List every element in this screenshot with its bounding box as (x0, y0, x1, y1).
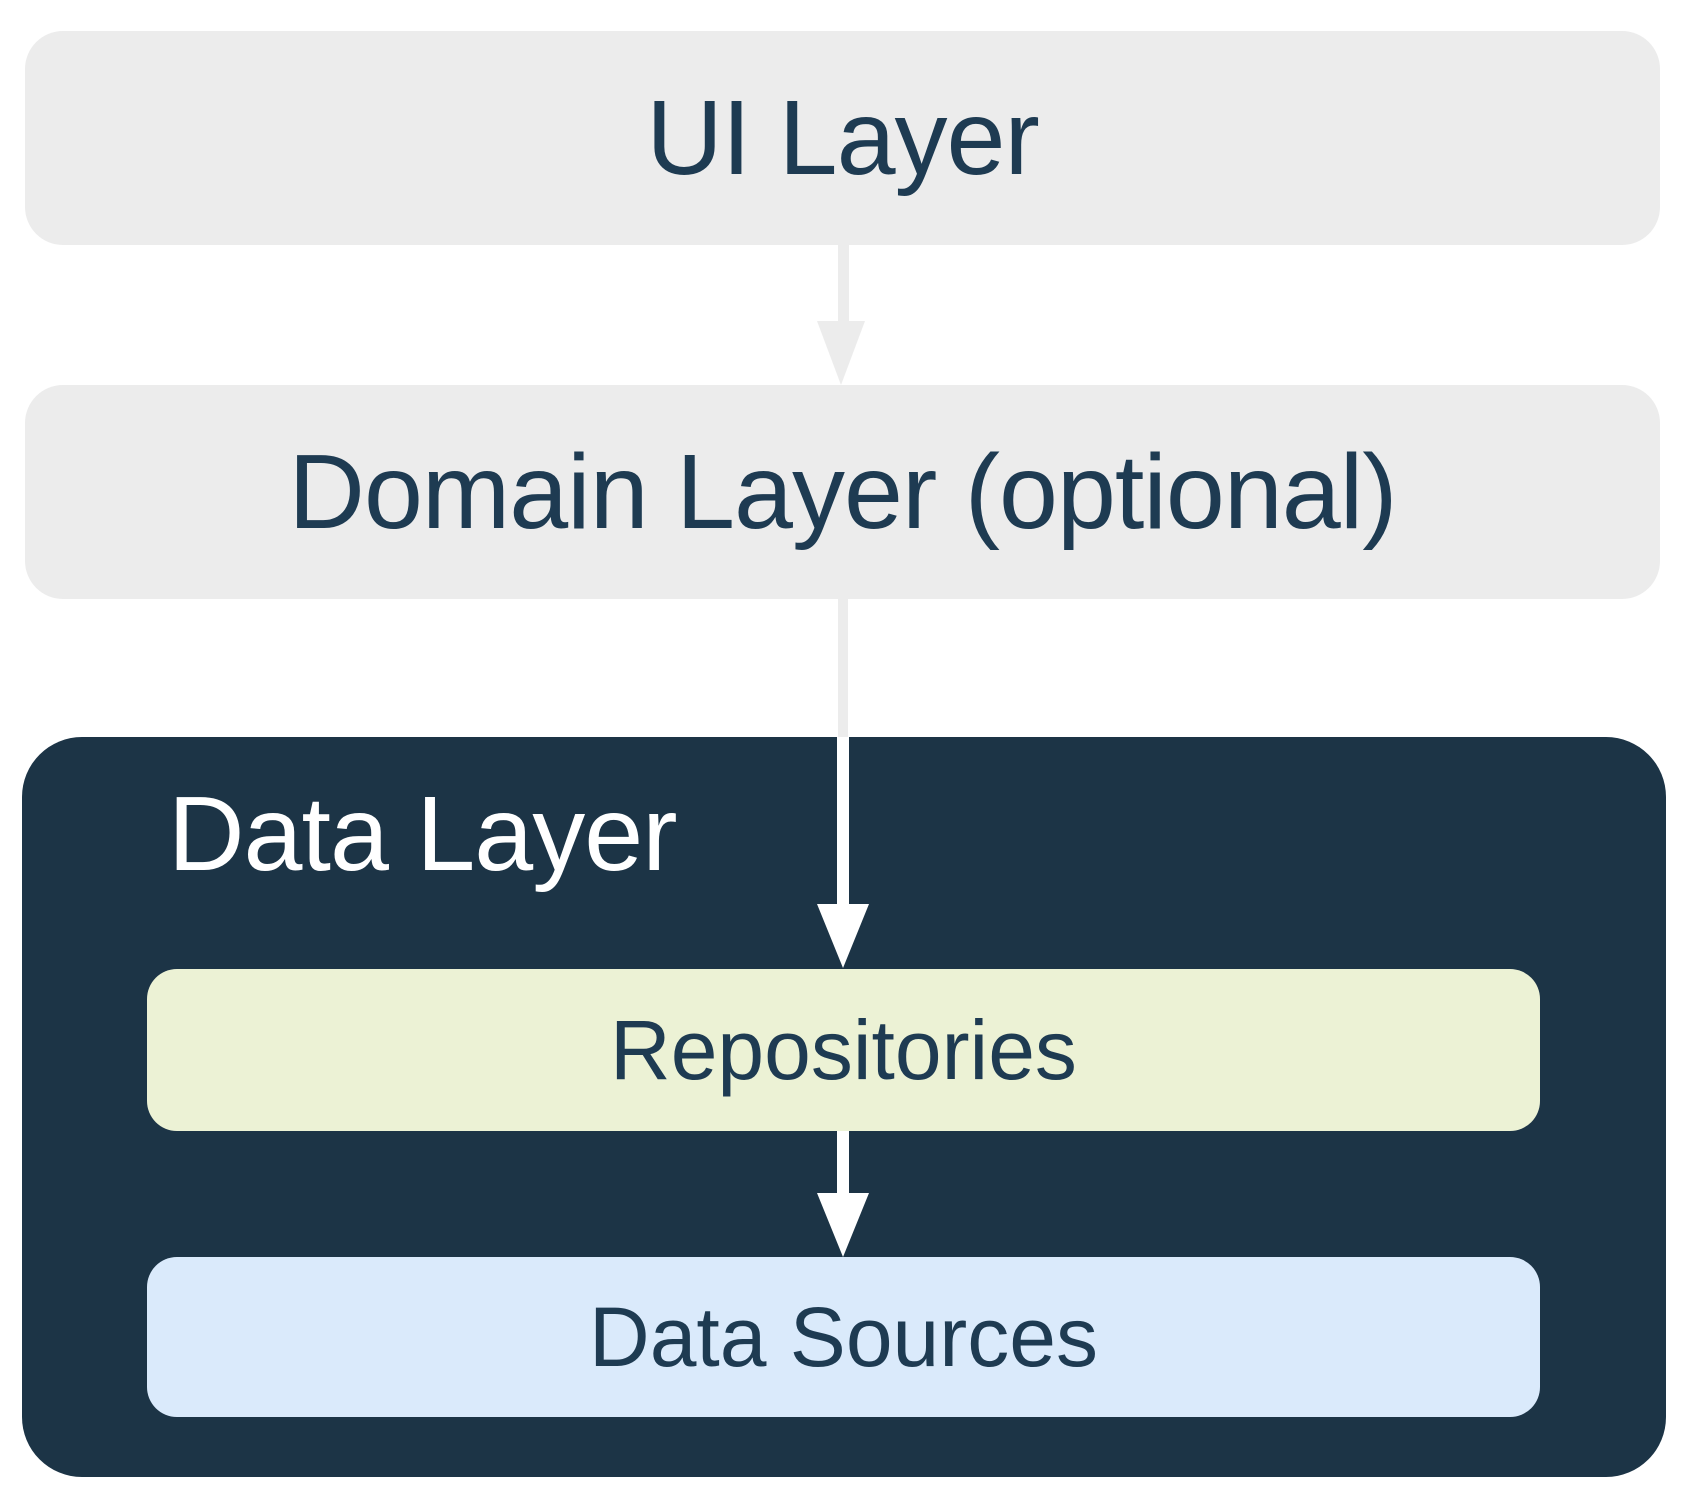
repositories-node: Repositories (147, 969, 1540, 1131)
arrow-repositories-to-data-sources-shaft (837, 1131, 849, 1194)
arrow-ui-to-domain-shaft (838, 245, 849, 322)
domain-layer-label: Domain Layer (optional) (288, 432, 1397, 551)
arrow-ui-to-domain-head-icon (817, 321, 865, 385)
arrow-domain-to-repositories-head-icon (817, 904, 869, 968)
arrow-repositories-to-data-sources-head-icon (817, 1193, 869, 1257)
data-sources-label: Data Sources (589, 1289, 1098, 1384)
domain-layer-node: Domain Layer (optional) (25, 385, 1660, 599)
ui-layer-label: UI Layer (646, 78, 1040, 197)
ui-layer-node: UI Layer (25, 31, 1660, 245)
repositories-label: Repositories (610, 1002, 1077, 1097)
arrow-domain-to-repositories-shaft-gray (838, 598, 848, 738)
data-layer-label: Data Layer (168, 775, 678, 893)
data-sources-node: Data Sources (147, 1257, 1540, 1417)
arrow-domain-to-repositories-shaft-white (837, 737, 849, 905)
